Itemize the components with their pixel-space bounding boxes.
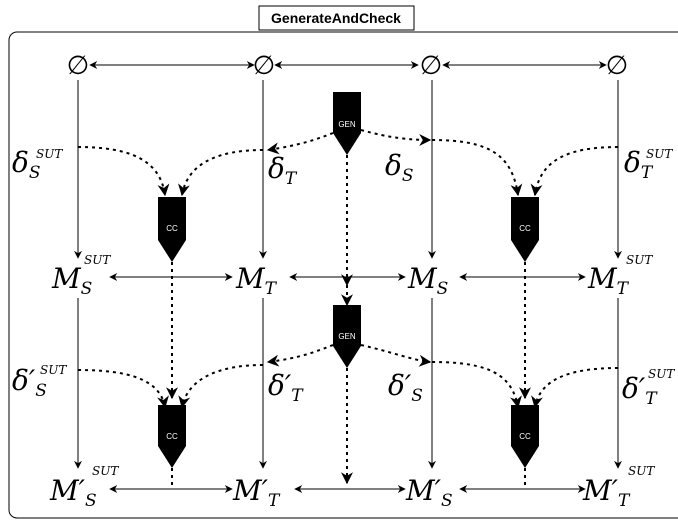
label-delta2-t-sut-base: δ′ bbox=[622, 372, 646, 405]
cc-box-bottom-right-label: CC bbox=[519, 432, 531, 441]
label-delta-t-sut-sub: T bbox=[641, 163, 654, 183]
label-delta-s-sut-sub: S bbox=[29, 163, 41, 183]
node-m2-t-base: M′ bbox=[232, 474, 269, 507]
label-delta2-s: δ′S bbox=[388, 369, 423, 406]
label-delta-t-base: δ bbox=[268, 152, 285, 185]
gen-box-top-label: GEN bbox=[338, 120, 356, 129]
node-m2-t-sub: T bbox=[268, 491, 281, 511]
node-m2-t-sut: M′T bbox=[582, 474, 631, 511]
node-m-s-sut-base: M bbox=[51, 262, 82, 295]
node-m-t-sut-sup: SUT bbox=[626, 253, 653, 267]
label-delta2-s-sut-sub: S bbox=[35, 381, 47, 401]
gen-box-top: GEN bbox=[333, 92, 361, 155]
label-delta-s-base: δ bbox=[385, 149, 402, 182]
node-m2-s-sut-base: M′ bbox=[49, 474, 86, 507]
node-m2-s-base: M′ bbox=[405, 474, 442, 507]
label-delta-s-sut-sup: SUT bbox=[36, 147, 63, 161]
edge-delta2-s-to-cc4 bbox=[431, 361, 522, 409]
node-empty-0: ∅ bbox=[67, 51, 90, 81]
label-delta-t-sut-sup: SUT bbox=[646, 147, 673, 161]
node-m-s-sub: S bbox=[437, 279, 449, 299]
node-m2-s-sut-sup: SUT bbox=[92, 464, 119, 478]
node-m-t-sut-base: M bbox=[587, 262, 618, 295]
edge-gen2-to-delta2-t bbox=[266, 344, 334, 367]
node-m2-t-sut-sup: SUT bbox=[628, 464, 655, 478]
label-delta2-t-sut: δ′T bbox=[622, 372, 658, 409]
node-empty-1: ∅ bbox=[253, 51, 276, 81]
label-delta-s-sub: S bbox=[402, 166, 414, 186]
cc-box-bottom-left: CC bbox=[158, 405, 186, 468]
node-m2-s: M′S bbox=[405, 474, 453, 511]
node-empty-2: ∅ bbox=[420, 51, 443, 81]
edge-gen1-to-delta-t bbox=[266, 132, 334, 155]
label-delta2-t: δ′T bbox=[268, 369, 304, 406]
cc-box-top-right: CC bbox=[511, 197, 539, 262]
edge-delta-s-sut-to-cc1 bbox=[77, 146, 170, 197]
node-m2-s-sut: M′S bbox=[49, 474, 97, 511]
node-m-t-sub: T bbox=[265, 279, 278, 299]
label-delta-t: δT bbox=[268, 152, 298, 189]
label-delta-s-sut-base: δ bbox=[12, 146, 29, 179]
cc-box-top-right-label: CC bbox=[519, 224, 531, 233]
label-delta-t-sut-base: δ bbox=[624, 146, 641, 179]
edge-delta2-t-sut-to-cc4 bbox=[531, 367, 619, 409]
node-m-t-base: M bbox=[235, 262, 266, 295]
node-m-t: MT bbox=[235, 262, 278, 299]
label-delta2-s-sut-sup: SUT bbox=[40, 363, 67, 377]
node-empty-3: ∅ bbox=[606, 51, 629, 81]
node-m-s-sut: MS bbox=[51, 262, 92, 299]
edge-delta2-t-to-cc3 bbox=[178, 364, 264, 409]
edge-delta2-s-sut-to-cc3 bbox=[77, 369, 169, 409]
edge-gen1-to-delta-s bbox=[360, 129, 432, 146]
frame-title-box bbox=[258, 5, 415, 31]
label-delta2-s-sut-base: δ′ bbox=[12, 364, 36, 397]
label-delta2-s-base: δ′ bbox=[388, 369, 412, 402]
frame-title: GenerateAndCheck bbox=[271, 10, 401, 26]
label-delta2-s-sub: S bbox=[411, 386, 423, 406]
node-m-s: MS bbox=[407, 262, 448, 299]
node-m2-t: M′T bbox=[232, 474, 281, 511]
label-delta-s-sut: δS bbox=[12, 146, 41, 183]
node-m2-s-sub: S bbox=[441, 491, 453, 511]
cc-box-bottom-right: CC bbox=[511, 405, 539, 468]
label-delta-t-sub: T bbox=[285, 169, 298, 189]
label-delta-s: δS bbox=[385, 149, 414, 186]
node-m-s-sut-sub: S bbox=[81, 279, 93, 299]
cc-box-top-left: CC bbox=[158, 197, 186, 262]
node-m-s-base: M bbox=[407, 262, 438, 295]
label-delta2-s-sut: δ′S bbox=[12, 364, 47, 401]
label-delta2-t-sut-sup: SUT bbox=[648, 367, 675, 381]
cc-box-bottom-left-label: CC bbox=[166, 432, 178, 441]
edge-delta-s-to-cc2 bbox=[431, 139, 523, 197]
node-m-t-sut: MT bbox=[587, 262, 630, 299]
frame-border bbox=[8, 31, 678, 519]
label-delta2-t-sut-sub: T bbox=[645, 389, 658, 409]
label-delta-t-sut: δT bbox=[624, 146, 654, 183]
label-delta2-t-base: δ′ bbox=[268, 369, 292, 402]
edge-delta-t-sut-to-cc2 bbox=[530, 146, 619, 197]
edge-gen2-to-delta2-s bbox=[360, 344, 432, 367]
node-m2-t-sut-base: M′ bbox=[582, 474, 619, 507]
gen-box-bottom: GEN bbox=[333, 305, 361, 368]
cc-box-top-left-label: CC bbox=[166, 224, 178, 233]
gen-box-bottom-label: GEN bbox=[338, 332, 356, 341]
node-m2-t-sut-sub: T bbox=[618, 491, 631, 511]
node-m-s-sut-sup: SUT bbox=[84, 253, 111, 267]
edge-delta-t-to-cc1 bbox=[178, 149, 264, 197]
node-m2-s-sut-sub: S bbox=[85, 491, 97, 511]
node-m-t-sut-sub: T bbox=[617, 279, 630, 299]
label-delta2-t-sub: T bbox=[291, 386, 304, 406]
